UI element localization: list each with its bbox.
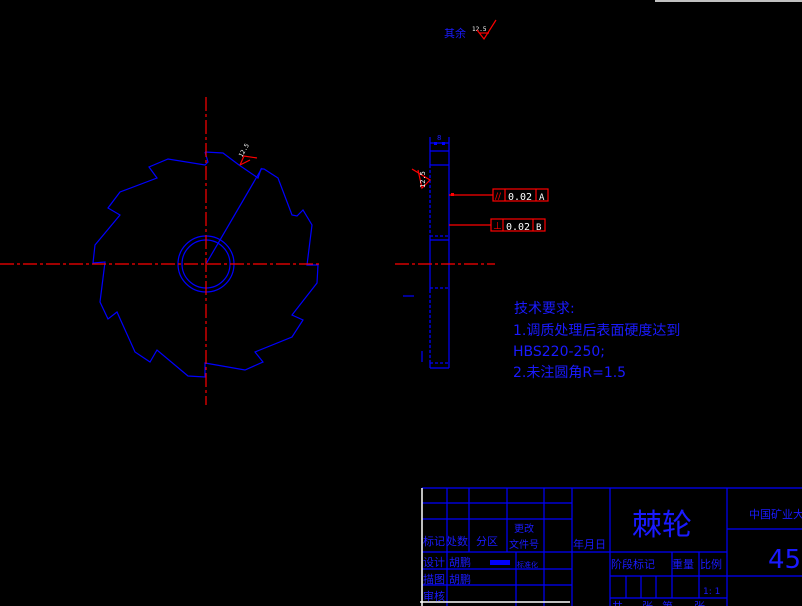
- label-design: 设计: [423, 556, 445, 569]
- label-scale: 比例: [700, 557, 722, 571]
- radius-line: [205, 167, 263, 265]
- label-review: 审核: [423, 589, 445, 603]
- side-roughness-value: 12.5: [419, 171, 427, 188]
- datum-a: A: [539, 193, 545, 203]
- label-count: 处数: [446, 535, 468, 548]
- other-roughness-value: 12.5: [472, 26, 487, 33]
- tech-req-title: 技术要求:: [514, 301, 575, 317]
- signature-bar: [490, 560, 510, 565]
- ratchet-front-view: 12.5: [0, 97, 320, 405]
- label-zone: 分区: [476, 535, 498, 548]
- label-sheets-total: 共: [612, 600, 623, 606]
- label-sheet-unit: 张: [694, 600, 705, 606]
- label-mark: 标记: [423, 534, 445, 548]
- label-sheet-unit: 张: [642, 600, 653, 606]
- parallelism-symbol: //: [495, 192, 502, 202]
- technical-requirements: 技术要求: 1.调质处理后表面硬度达到 HBS220-250; 2.未注圆角R=…: [513, 301, 680, 381]
- tolerance-frame-a: [492, 188, 549, 202]
- tech-req-line-1: 1.调质处理后表面硬度达到: [513, 323, 680, 339]
- label-sheet-no: 第: [662, 599, 673, 606]
- label-weight: 重量: [672, 557, 694, 571]
- perpendicularity-symbol: ⊥: [493, 221, 502, 232]
- scale-value: 1: 1: [703, 587, 720, 597]
- tech-req-line-2: HBS220-250;: [513, 344, 605, 360]
- tech-req-line-3: 2.未注圆角R=1.5: [513, 365, 626, 381]
- label-standardization: 标准化: [517, 560, 538, 569]
- part-name: 棘轮: [632, 508, 692, 543]
- label-change-2: 文件号: [509, 538, 539, 551]
- ratchet-side-view: 8 12.5 // 0.02 A ⊥ 0.02 B: [395, 134, 549, 369]
- roughness-symbol-leg: [239, 159, 251, 166]
- face-width-dim: 8: [437, 134, 441, 142]
- tolerance-frame-b: [490, 218, 546, 232]
- tolerance-value-b: 0.02: [506, 222, 530, 233]
- roughness-symbol: [239, 155, 258, 166]
- other-roughness-label: 其余: [444, 26, 466, 40]
- roughness-value-label: 12.5: [238, 142, 251, 158]
- tolerance-value-a: 0.02: [508, 192, 532, 203]
- label-drawing: 描图: [423, 572, 445, 586]
- label-date: 年月日: [573, 537, 606, 551]
- label-change-1: 更改: [514, 522, 534, 535]
- dim-arrow: [442, 142, 445, 145]
- label-stage-mark: 阶段标记: [611, 557, 655, 571]
- side-roughness-symbol: [411, 168, 431, 190]
- ratchet-outline: [92, 151, 319, 378]
- other-roughness-note: 其余 12.5: [444, 19, 497, 41]
- organization-name: 中国矿业大: [749, 507, 802, 521]
- datum-b: B: [536, 223, 541, 233]
- drafter-name: 胡鹏: [449, 572, 471, 586]
- title-block: 标记 处数 分区 更改 文件号 年月日 设计 胡鹏 标准化 描图 胡鹏 审核 棘…: [420, 487, 802, 606]
- designer-name: 胡鹏: [449, 555, 471, 569]
- material: 45: [768, 545, 801, 575]
- dim-arrow: [434, 142, 437, 145]
